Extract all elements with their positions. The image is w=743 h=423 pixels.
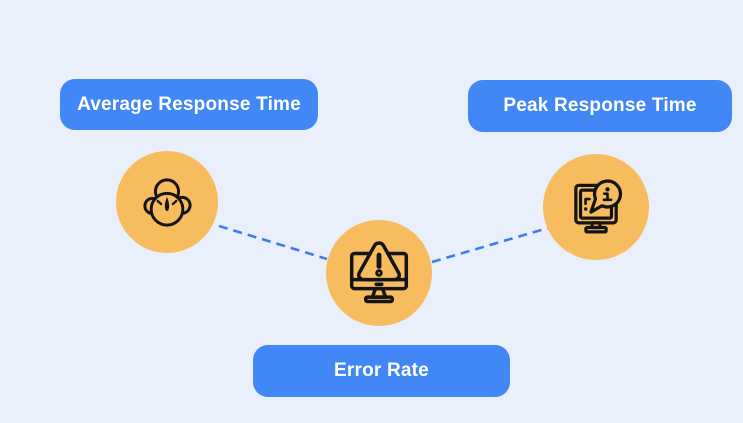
label-text-error-rate: Error Rate bbox=[334, 360, 429, 381]
connector-avg-to-error bbox=[218, 224, 328, 261]
monitor-warning-icon bbox=[349, 241, 409, 304]
label-pill-error-rate: Error Rate bbox=[253, 345, 510, 397]
label-pill-peak-response-time: Peak Response Time bbox=[468, 80, 732, 132]
label-text-average-response-time: Average Response Time bbox=[77, 93, 301, 115]
node-circle-peak-response-time bbox=[543, 154, 649, 260]
cloud-speedometer-icon bbox=[143, 178, 192, 227]
connector-error-to-peak bbox=[431, 226, 549, 264]
monitor-info-speech-bubble-icon bbox=[574, 179, 623, 234]
node-circle-average-response-time bbox=[116, 151, 218, 253]
node-circle-error-rate bbox=[326, 220, 432, 326]
label-pill-average-response-time: Average Response Time bbox=[60, 79, 318, 130]
label-text-peak-response-time: Peak Response Time bbox=[503, 95, 697, 116]
